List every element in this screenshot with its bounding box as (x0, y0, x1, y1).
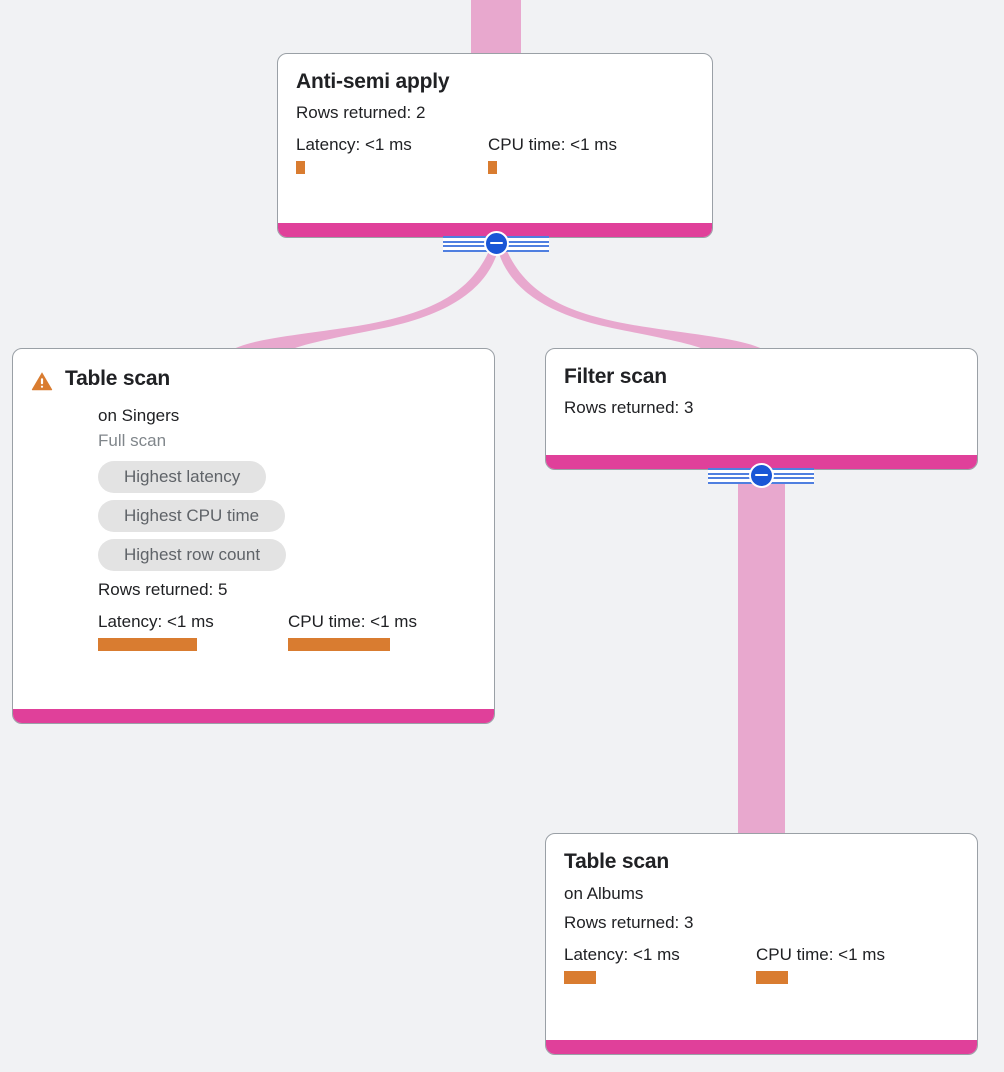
metric-cpu-time-label: CPU time: <1 ms (756, 945, 885, 965)
node-metrics: Latency: <1 ms CPU time: <1 ms (98, 612, 476, 651)
node-badges: Highest latency Highest CPU time Highest… (98, 460, 476, 571)
node-footer-bar (546, 1040, 977, 1054)
node-filter-scan[interactable]: Filter scan Rows returned: 3 (545, 348, 978, 470)
metric-latency-bar (98, 637, 197, 651)
metric-cpu-time-label: CPU time: <1 ms (488, 135, 617, 155)
edge-incoming-root (471, 0, 521, 54)
metric-latency-label: Latency: <1 ms (296, 135, 412, 155)
node-table-scan-albums[interactable]: Table scan on Albums Rows returned: 3 La… (545, 833, 978, 1055)
node-content: on Singers Full scan Highest latency Hig… (31, 405, 476, 651)
node-header: Table scan (31, 367, 476, 396)
badge-highest-latency[interactable]: Highest latency (98, 460, 267, 493)
badge-highest-row-count[interactable]: Highest row count (98, 538, 287, 571)
edge-antisemi-to-filter (497, 244, 768, 352)
node-body: Anti-semi apply Rows returned: 2 Latency… (278, 54, 712, 223)
metric-cpu-time-bar (756, 971, 788, 985)
edge-antisemi-to-singers (228, 244, 499, 352)
node-footer-bar (278, 223, 712, 237)
rows-returned: Rows returned: 3 (564, 398, 694, 418)
node-metrics: Latency: <1 ms CPU time: <1 ms (296, 135, 694, 175)
node-body: Table scan on Singers Full scan Highest … (13, 349, 494, 709)
badge-highest-cpu-time[interactable]: Highest CPU time (98, 499, 286, 532)
metric-cpu-time: CPU time: <1 ms (288, 612, 417, 651)
metric-cpu-time-bar (288, 637, 390, 651)
minus-circle-icon[interactable] (483, 230, 509, 256)
metric-latency-bar (296, 161, 305, 175)
metric-cpu-time-label: CPU time: <1 ms (288, 611, 417, 631)
toggle-filter-scan[interactable] (708, 462, 814, 488)
rows-returned: Rows returned: 3 (564, 913, 694, 933)
rows-returned: Rows returned: 5 (98, 579, 228, 599)
node-subtitle: on Albums (564, 884, 644, 904)
metric-latency-bar (564, 971, 596, 985)
node-body: Table scan on Albums Rows returned: 3 La… (546, 834, 977, 1040)
node-body: Filter scan Rows returned: 3 (546, 349, 977, 455)
node-table-scan-singers[interactable]: Table scan on Singers Full scan Highest … (12, 348, 495, 724)
node-detail: Full scan (98, 431, 167, 451)
metric-cpu-time: CPU time: <1 ms (756, 945, 885, 985)
metric-cpu-time-bar (488, 161, 497, 175)
edge-filter-to-albums (738, 476, 785, 838)
node-title: Filter scan (564, 365, 667, 388)
warning-triangle-icon (31, 371, 53, 396)
node-header: Anti-semi apply (296, 70, 694, 94)
node-footer-bar (13, 709, 494, 723)
metric-latency: Latency: <1 ms (564, 945, 756, 985)
node-title: Table scan (65, 367, 170, 390)
node-subtitle: on Singers (98, 406, 180, 425)
metric-latency-label: Latency: <1 ms (564, 945, 680, 965)
minus-circle-icon[interactable] (748, 462, 774, 488)
node-anti-semi-apply[interactable]: Anti-semi apply Rows returned: 2 Latency… (277, 53, 713, 238)
node-title: Anti-semi apply (296, 70, 450, 93)
toggle-anti-semi-apply[interactable] (443, 230, 549, 256)
rows-returned: Rows returned: 2 (296, 103, 426, 123)
node-header: Table scan (564, 850, 959, 874)
metric-cpu-time: CPU time: <1 ms (488, 135, 617, 175)
metric-latency-label: Latency: <1 ms (98, 611, 214, 631)
metric-latency: Latency: <1 ms (296, 135, 488, 175)
metric-latency: Latency: <1 ms (98, 612, 288, 651)
node-header: Filter scan (564, 365, 959, 389)
node-title: Table scan (564, 850, 669, 873)
node-metrics: Latency: <1 ms CPU time: <1 ms (564, 945, 959, 985)
